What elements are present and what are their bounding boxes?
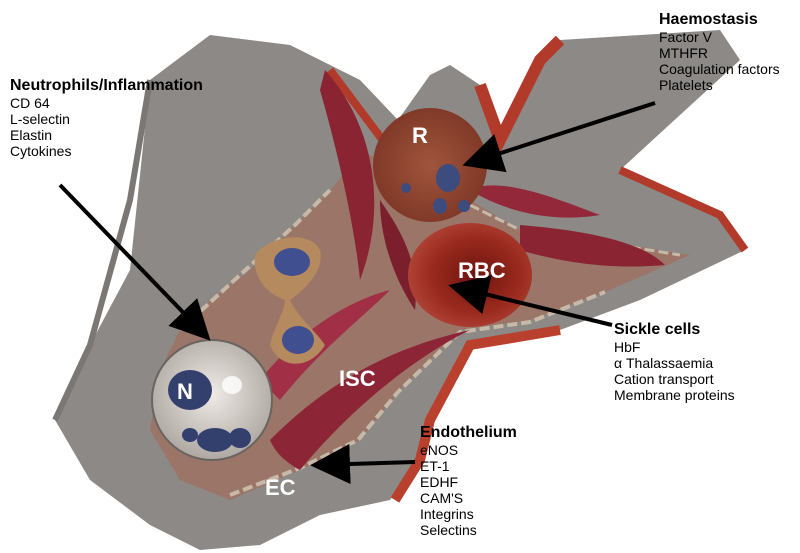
callout-item: Platelets [659,77,780,93]
label-rbc: RBC [458,258,506,284]
callout-haemostasis: Haemostasis Factor V MTHFR Coagulation f… [659,10,780,93]
label-ec: EC [265,475,296,501]
callout-item: Membrane proteins [614,387,735,403]
callout-heading: Endothelium [420,423,517,442]
neutrophil-cell [152,340,272,460]
callout-item: Cytokines [10,143,203,159]
callout-item: Selectins [420,522,517,538]
callout-item: Integrins [420,506,517,522]
callout-item: α Thalassaemia [614,355,735,371]
label-r: R [412,123,428,149]
callout-item: L-selectin [10,111,203,127]
callout-item: EDHF [420,474,517,490]
label-n: N [177,379,193,405]
callout-endothelium: Endothelium eNOS ET-1 EDHF CAM'S Integri… [420,423,517,538]
callout-neutrophils: Neutrophils/Inflammation CD 64 L-selecti… [10,76,203,159]
reticulocyte-cell [373,108,487,222]
callout-item: CD 64 [10,95,203,111]
callout-item: eNOS [420,442,517,458]
callout-item: MTHFR [659,45,780,61]
label-isc: ISC [339,366,376,392]
callout-item: HbF [614,339,735,355]
callout-heading: Haemostasis [659,10,780,29]
callout-item: ET-1 [420,458,517,474]
callout-item: Cation transport [614,371,735,387]
callout-item: Factor V [659,29,780,45]
callout-heading: Sickle cells [614,320,735,339]
callout-heading: Neutrophils/Inflammation [10,76,203,95]
callout-item: Elastin [10,127,203,143]
callout-sickle-cells: Sickle cells HbF α Thalassaemia Cation t… [614,320,735,403]
callout-item: CAM'S [420,490,517,506]
callout-item: Coagulation factors [659,61,780,77]
